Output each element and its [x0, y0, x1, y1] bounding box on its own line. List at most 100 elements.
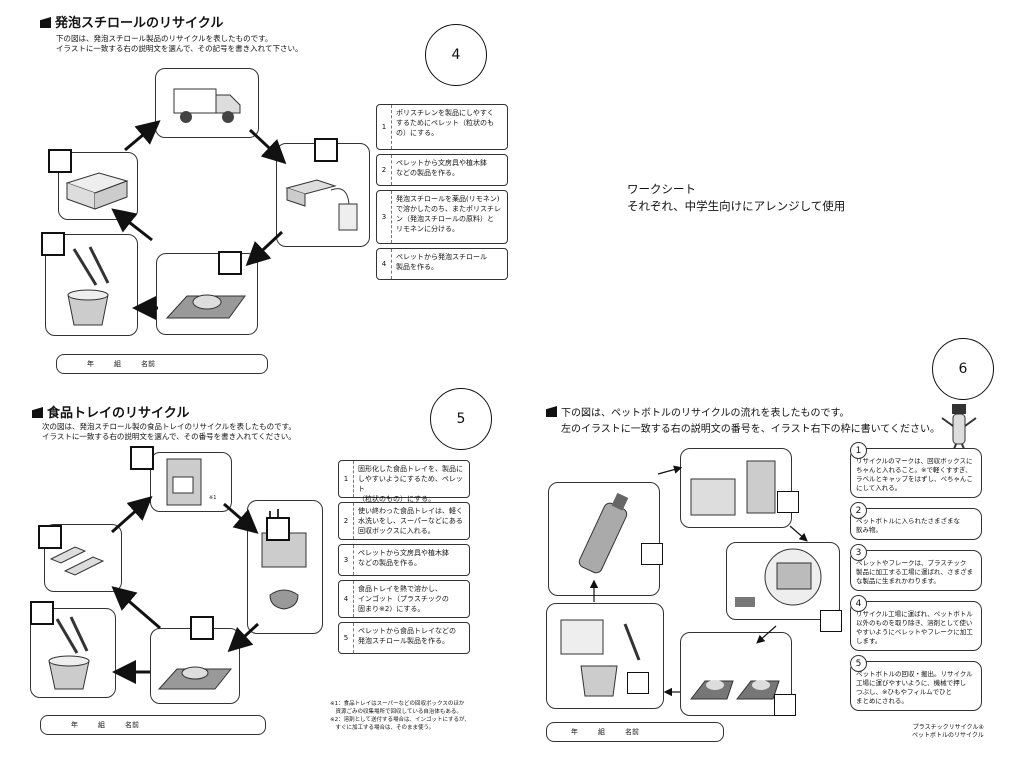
explanation-text: ペレットから食品トレイなどの 発泡スチロール製品を作る。	[358, 627, 456, 645]
answer-box[interactable]	[130, 446, 154, 470]
explanation-number: 2	[377, 155, 392, 185]
products-panel	[546, 603, 664, 709]
explanation-text: ペレットから発泡スチロール 製品を作る。	[396, 253, 487, 271]
explanation-text: リサイクルのマークは、回収ボックスに ちゃんと入れること。※で軽くすすぎ、 ラベ…	[850, 448, 982, 498]
title-mark-icon	[40, 17, 51, 28]
sheet6-flow-arrows	[589, 465, 808, 697]
grade-label: 年	[87, 360, 94, 368]
grade-label: 年	[571, 728, 578, 736]
sheet6-number: 6	[958, 361, 968, 377]
explanation-number: 3	[339, 545, 354, 575]
name-label: 名前	[125, 721, 139, 729]
sheet5-footnotes: ※1：食品トレイはスーパーなどの回収ボックスのほか 資源ごみの収集場所で回収して…	[330, 701, 470, 731]
explanation-text: ポリスチレンを製品にしやすく するためにペレット（粒状のも の）にする。	[396, 109, 494, 137]
explanation-item: 1 リサイクルのマークは、回収ボックスに ちゃんと入れること。※で軽くすすぎ、 …	[850, 442, 982, 498]
answer-box[interactable]	[774, 694, 796, 716]
sheet4-instruction-1: 下の図は、発泡スチロール製品のリサイクルを表したものです。	[56, 34, 273, 43]
answer-box[interactable]	[266, 517, 290, 541]
sheet5-name-bar: 年 組 名前	[40, 715, 266, 735]
recycle-bin-panel: ※1	[150, 452, 232, 512]
answer-box[interactable]	[41, 232, 65, 256]
stationery-panel-2	[30, 608, 116, 698]
recycled-products-icon	[560, 619, 641, 697]
sheet6-instruction-2: 左のイラストに一致する右の説明文の番号を、イラスト右下の枠に書いてください。	[561, 424, 940, 435]
pellet-panel-2	[150, 628, 240, 704]
pellet-flake-icon	[689, 680, 780, 700]
answer-box[interactable]	[820, 610, 842, 632]
answer-box[interactable]	[777, 491, 799, 513]
truck-panel	[155, 68, 259, 138]
explanation-number: 2	[339, 503, 354, 539]
explanation-text: ペレットから文房具や植木鉢 などの製品を作る。	[358, 549, 449, 567]
bottle-panel	[548, 482, 660, 596]
sheet4-instruction-2: イラストに一致する右の説明文を選んで、その記号を書き入れて下さい。	[56, 44, 303, 53]
class-label: 組	[114, 360, 121, 368]
answer-box[interactable]	[314, 138, 338, 162]
explanation-number: 4	[377, 249, 392, 279]
explanation-number: 3	[377, 191, 392, 243]
pellet-pile-icon	[165, 294, 246, 319]
title-mark-icon	[546, 406, 557, 417]
explanation-item: 4 リサイクル工場に運ばれ、ペットボトル 以外のものを取り除き、溶剤として使い …	[850, 595, 982, 651]
sheet4-number: 4	[451, 47, 461, 63]
sheet5-cycle-arrows	[111, 496, 260, 684]
sheet6-name-bar: 年 組 名前	[546, 722, 724, 742]
name-label: 名前	[141, 360, 155, 368]
side-note: ワークシート それぞれ、中学生向けにアレンジして使用	[627, 181, 845, 215]
answer-box[interactable]	[38, 525, 62, 549]
explanation-text: 食品トレイを熱で溶かし、 インゴット（プラスチックの 固まり※2）にする。	[358, 585, 449, 613]
answer-box[interactable]	[30, 601, 54, 625]
truck-icon	[173, 88, 241, 123]
collection-panel	[680, 448, 792, 528]
explanation-number: 5	[850, 655, 867, 672]
sheet6-footer: プラスチックリサイクル④ ペットボトルのリサイクル	[912, 724, 984, 739]
explanation-text: ペットボトルに入られたさまざまな 飲み物。	[850, 508, 982, 540]
sheet6-instructions: 下の図は、ペットボトルのリサイクルの流れを表したものです。 左のイラストに一致す…	[546, 406, 940, 438]
ingot-icon	[49, 546, 105, 576]
explanation-item: 5 ペットボトルの回収・搬出。リサイクル 工場に運びやすいように、機械で押し つ…	[850, 655, 982, 711]
sheet4-title-text: 発泡スチロールのリサイクル	[55, 16, 224, 31]
compressed-bale-icon	[735, 548, 822, 607]
sheet5-instruction-1: 次の図は、発泡スチロール製の食品トレイのリサイクルを表したものです。	[42, 422, 296, 431]
foam-box-icon	[65, 172, 129, 210]
sheet5-title: 食品トレイのリサイクル	[32, 402, 189, 421]
answer-box[interactable]	[641, 543, 663, 565]
side-note-line-2: それぞれ、中学生向けにアレンジして使用	[627, 199, 846, 213]
explanation-number: 1	[850, 442, 867, 459]
explanation-item: 2 ペットボトルに入られたさまざまな 飲み物。	[850, 502, 982, 540]
answer-box[interactable]	[218, 251, 242, 275]
explanation-text: ペレットやフレークは、プラスチック 製品に加工する工場に運ばれ、さまざま な製品…	[850, 550, 982, 591]
explanation-text: リサイクル工場に運ばれ、ペットボトル 以外のものを取り除き、溶剤として使い やす…	[850, 601, 982, 651]
name-label: 名前	[625, 728, 639, 736]
grade-label: 年	[71, 721, 78, 729]
explanation-text: ペレットから文房具や植木鉢 などの製品を作る。	[396, 159, 487, 177]
explanation-number: 5	[339, 623, 354, 653]
sheet4-name-bar: 年 組 名前	[56, 354, 268, 374]
sheet6-number-circle: 6	[932, 338, 994, 400]
explanation-text: ペットボトルの回収・搬出。リサイクル 工場に運びやすいように、機械で押し つぶし…	[850, 661, 982, 711]
sheet5-number: 5	[456, 411, 466, 427]
sheet5-instruction-2: イラストに一致する右の説明文を選んで、その番号を書き入れてください。	[42, 432, 296, 441]
sheet5-number-circle: 5	[430, 388, 492, 450]
sheet6-instruction-1: 下の図は、ペットボトルのリサイクルの流れを表したものです。	[561, 408, 850, 419]
explanation-number: 3	[850, 544, 867, 561]
explanation-text: 固形化した食品トレイを、製品に しやすいようにするため、ペレット （粒状のもの）…	[358, 465, 463, 503]
pet-bottle-icon	[578, 492, 629, 574]
answer-box[interactable]	[190, 616, 214, 640]
explanation-number: 4	[339, 581, 354, 617]
title-mark-icon	[32, 407, 43, 418]
recycle-bin-icon	[166, 458, 202, 506]
answer-box[interactable]	[627, 672, 649, 694]
class-label: 組	[598, 728, 605, 736]
sheet5-title-text: 食品トレイのリサイクル	[47, 406, 190, 421]
answer-box[interactable]	[48, 149, 72, 173]
flake-panel	[680, 632, 792, 716]
explanation-number: 2	[850, 502, 867, 519]
